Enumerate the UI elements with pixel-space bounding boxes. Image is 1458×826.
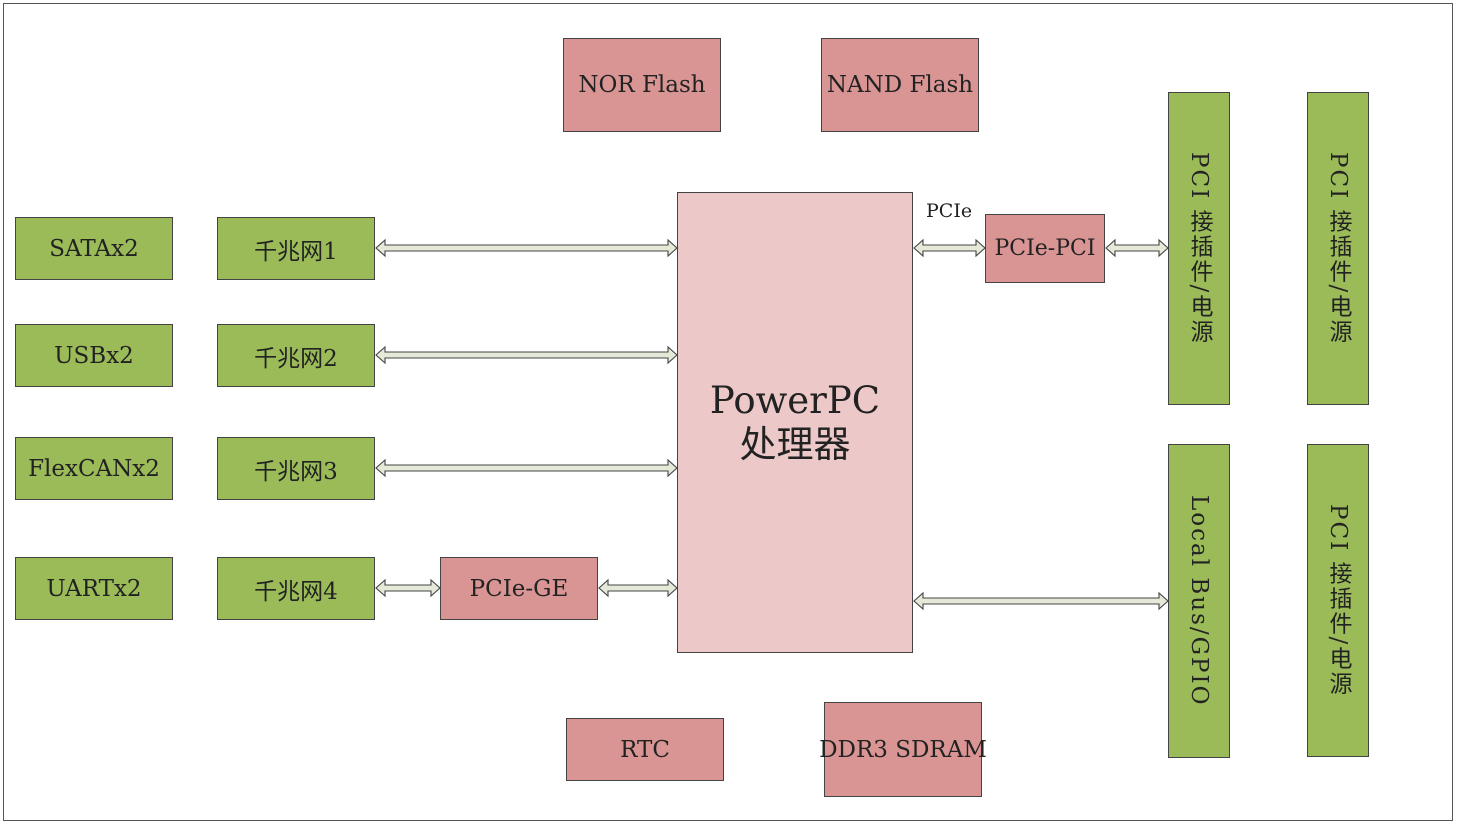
cpu-box: PowerPC 处理器 — [677, 192, 913, 653]
ddr3-box: DDR3 SDRAM — [819, 702, 987, 797]
flexcan-box: FlexCANx2 — [15, 437, 173, 500]
arrow-ethernet-4-pcie-ge — [375, 578, 441, 598]
arrow-pcie-ge-cpu — [598, 578, 678, 598]
arrow-ethernet-3-cpu — [375, 458, 678, 478]
ethernet-4-label: 千兆网4 — [254, 578, 338, 605]
uart-box: UARTx2 — [15, 557, 173, 620]
nand-flash-label: NAND Flash — [826, 72, 974, 98]
pci-connector-2: PCI 接插件/电源 — [1307, 92, 1369, 405]
pci-connector-2-label: PCI 接插件/电源 — [1325, 152, 1351, 345]
sata-label: SATAx2 — [49, 235, 139, 262]
nor-flash-box: NOR Flash — [563, 38, 721, 132]
pcie-pci-box: PCIe-PCI — [985, 214, 1105, 283]
pcie-bus-label: PCIe — [926, 200, 973, 222]
arrow-cpu-local-bus — [913, 591, 1169, 611]
pcie-ge-label: PCIe-GE — [469, 575, 569, 602]
ethernet-2-label: 千兆网2 — [254, 345, 338, 372]
uart-label: UARTx2 — [46, 575, 142, 602]
arrow-pcie-pci-connector — [1105, 238, 1169, 258]
ethernet-3-box: 千兆网3 — [217, 437, 375, 500]
cpu-label: PowerPC 处理器 — [710, 379, 880, 467]
ethernet-1-label: 千兆网1 — [254, 238, 338, 265]
pci-connector-1-label: PCI 接插件/电源 — [1186, 152, 1212, 345]
rtc-box: RTC — [566, 718, 724, 781]
arrow-ethernet-2-cpu — [375, 345, 678, 365]
nand-flash-box: NAND Flash — [821, 38, 979, 132]
ethernet-2-box: 千兆网2 — [217, 324, 375, 387]
ethernet-1-box: 千兆网1 — [217, 217, 375, 280]
ethernet-4-box: 千兆网4 — [217, 557, 375, 620]
pci-connector-1: PCI 接插件/电源 — [1168, 92, 1230, 405]
cpu-label-line2: 处理器 — [739, 422, 851, 466]
local-bus-box: Local Bus/GPIO — [1168, 444, 1230, 758]
pci-connector-3: PCI 接插件/电源 — [1307, 444, 1369, 757]
usb-label: USBx2 — [54, 342, 134, 369]
diagram-frame — [3, 3, 1453, 821]
usb-box: USBx2 — [15, 324, 173, 387]
pcie-pci-label: PCIe-PCI — [994, 236, 1096, 261]
flexcan-label: FlexCANx2 — [28, 455, 160, 482]
cpu-label-line1: PowerPC — [709, 378, 881, 422]
nor-flash-label: NOR Flash — [578, 72, 706, 98]
local-bus-label: Local Bus/GPIO — [1186, 495, 1212, 707]
ddr3-label: DDR3 SDRAM — [819, 736, 987, 763]
arrow-cpu-pcie-pci — [913, 238, 986, 258]
sata-box: SATAx2 — [15, 217, 173, 280]
rtc-label: RTC — [620, 736, 670, 763]
pci-connector-3-label: PCI 接插件/电源 — [1325, 504, 1351, 697]
ethernet-3-label: 千兆网3 — [254, 458, 338, 485]
pcie-ge-box: PCIe-GE — [440, 557, 598, 620]
arrow-ethernet-1-cpu — [375, 238, 678, 258]
